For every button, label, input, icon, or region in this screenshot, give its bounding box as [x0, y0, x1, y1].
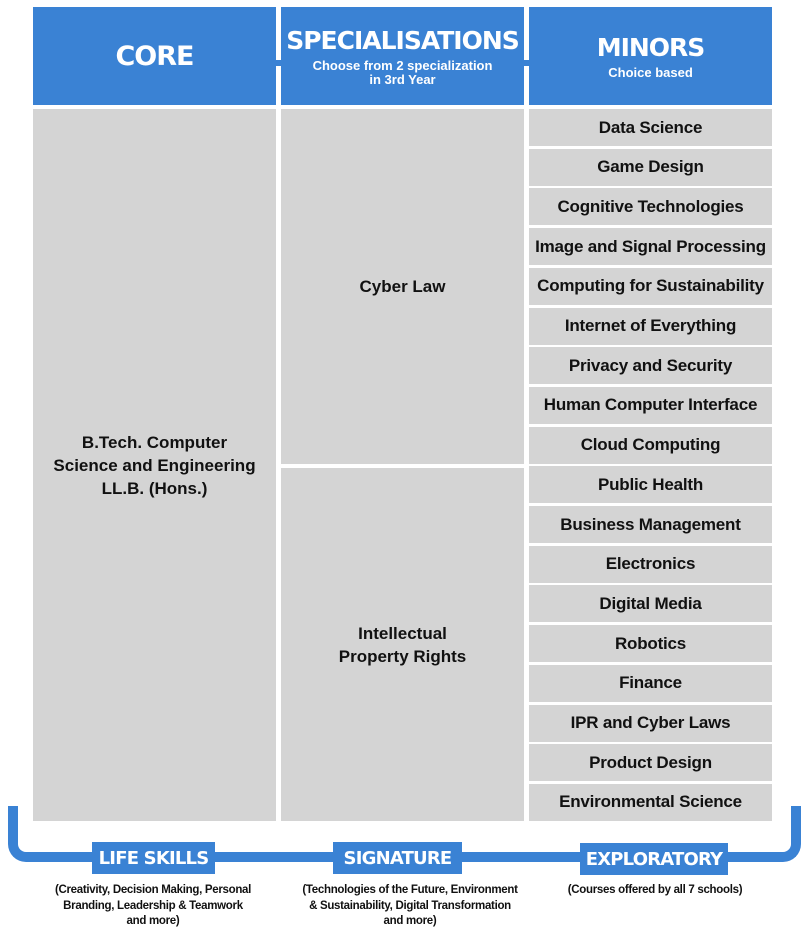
minor-item: Privacy and Security	[529, 347, 772, 385]
exploratory-description: (Courses offered by all 7 schools)	[540, 883, 770, 899]
specialisation-label: Cyber Law	[359, 277, 446, 296]
core-header: CORE	[33, 7, 276, 105]
core-line: Science and Engineering	[53, 455, 256, 475]
description-line: Branding, Leadership & Teamwork	[63, 899, 243, 912]
minors-subtitle: Choice based	[608, 64, 693, 80]
description-line: (Technologies of the Future, Environment	[302, 884, 518, 896]
specialisation-label: Intellectual	[358, 623, 447, 643]
description-line: & Sustainability, Digital Transformation	[309, 899, 511, 912]
life-skills-label: LIFE SKILLS	[92, 842, 215, 874]
specialisation-cyber-law: Cyber Law	[281, 109, 524, 464]
minor-item: Environmental Science	[529, 783, 772, 821]
minor-item: Game Design	[529, 148, 772, 186]
minor-item: Human Computer Interface	[529, 386, 772, 424]
minor-item: IPR and Cyber Laws	[529, 704, 772, 742]
core-line: LL.B. (Hons.)	[101, 478, 208, 498]
minors-header: MINORS Choice based	[529, 7, 772, 105]
minor-item: Cloud Computing	[529, 426, 772, 464]
minor-item: Computing for Sustainability	[529, 267, 772, 305]
minor-item: Public Health	[529, 466, 772, 504]
specialisations-subtitle-2: in 3rd Year	[369, 71, 436, 87]
description-line: and more)	[126, 915, 180, 927]
minor-item: Product Design	[529, 744, 772, 782]
specialisations-title: SPECIALISATIONS	[286, 25, 520, 55]
minor-item: Cognitive Technologies	[529, 188, 772, 226]
description-line: (Courses offered by all 7 schools)	[567, 884, 743, 896]
minors-title: MINORS	[596, 32, 706, 62]
minor-item: Image and Signal Processing	[529, 228, 772, 266]
core-line: B.Tech. Computer	[81, 432, 228, 452]
core-title: CORE	[115, 40, 194, 72]
minor-item: Data Science	[529, 109, 772, 146]
minor-item: Business Management	[529, 506, 772, 543]
description-line: (Creativity, Decision Making, Personal	[54, 884, 252, 896]
signature-label: SIGNATURE	[333, 842, 462, 874]
exploratory-label: EXPLORATORY	[580, 843, 728, 875]
specialisations-header: SPECIALISATIONS Choose from 2 specializa…	[281, 7, 524, 105]
specialisation-label: Property Rights	[338, 646, 467, 666]
plus-connector	[515, 60, 539, 66]
minor-item: Electronics	[529, 545, 772, 583]
description-line: and more)	[383, 915, 437, 927]
minor-item: Finance	[529, 664, 772, 702]
plus-connector	[266, 60, 290, 66]
signature-description: (Technologies of the Future, Environment…	[290, 883, 530, 930]
minor-item: Digital Media	[529, 585, 772, 623]
minor-item: Robotics	[529, 625, 772, 663]
specialisations-subtitle: Choose from 2 specialization	[312, 57, 493, 73]
minor-item: Internet of Everything	[529, 307, 772, 345]
